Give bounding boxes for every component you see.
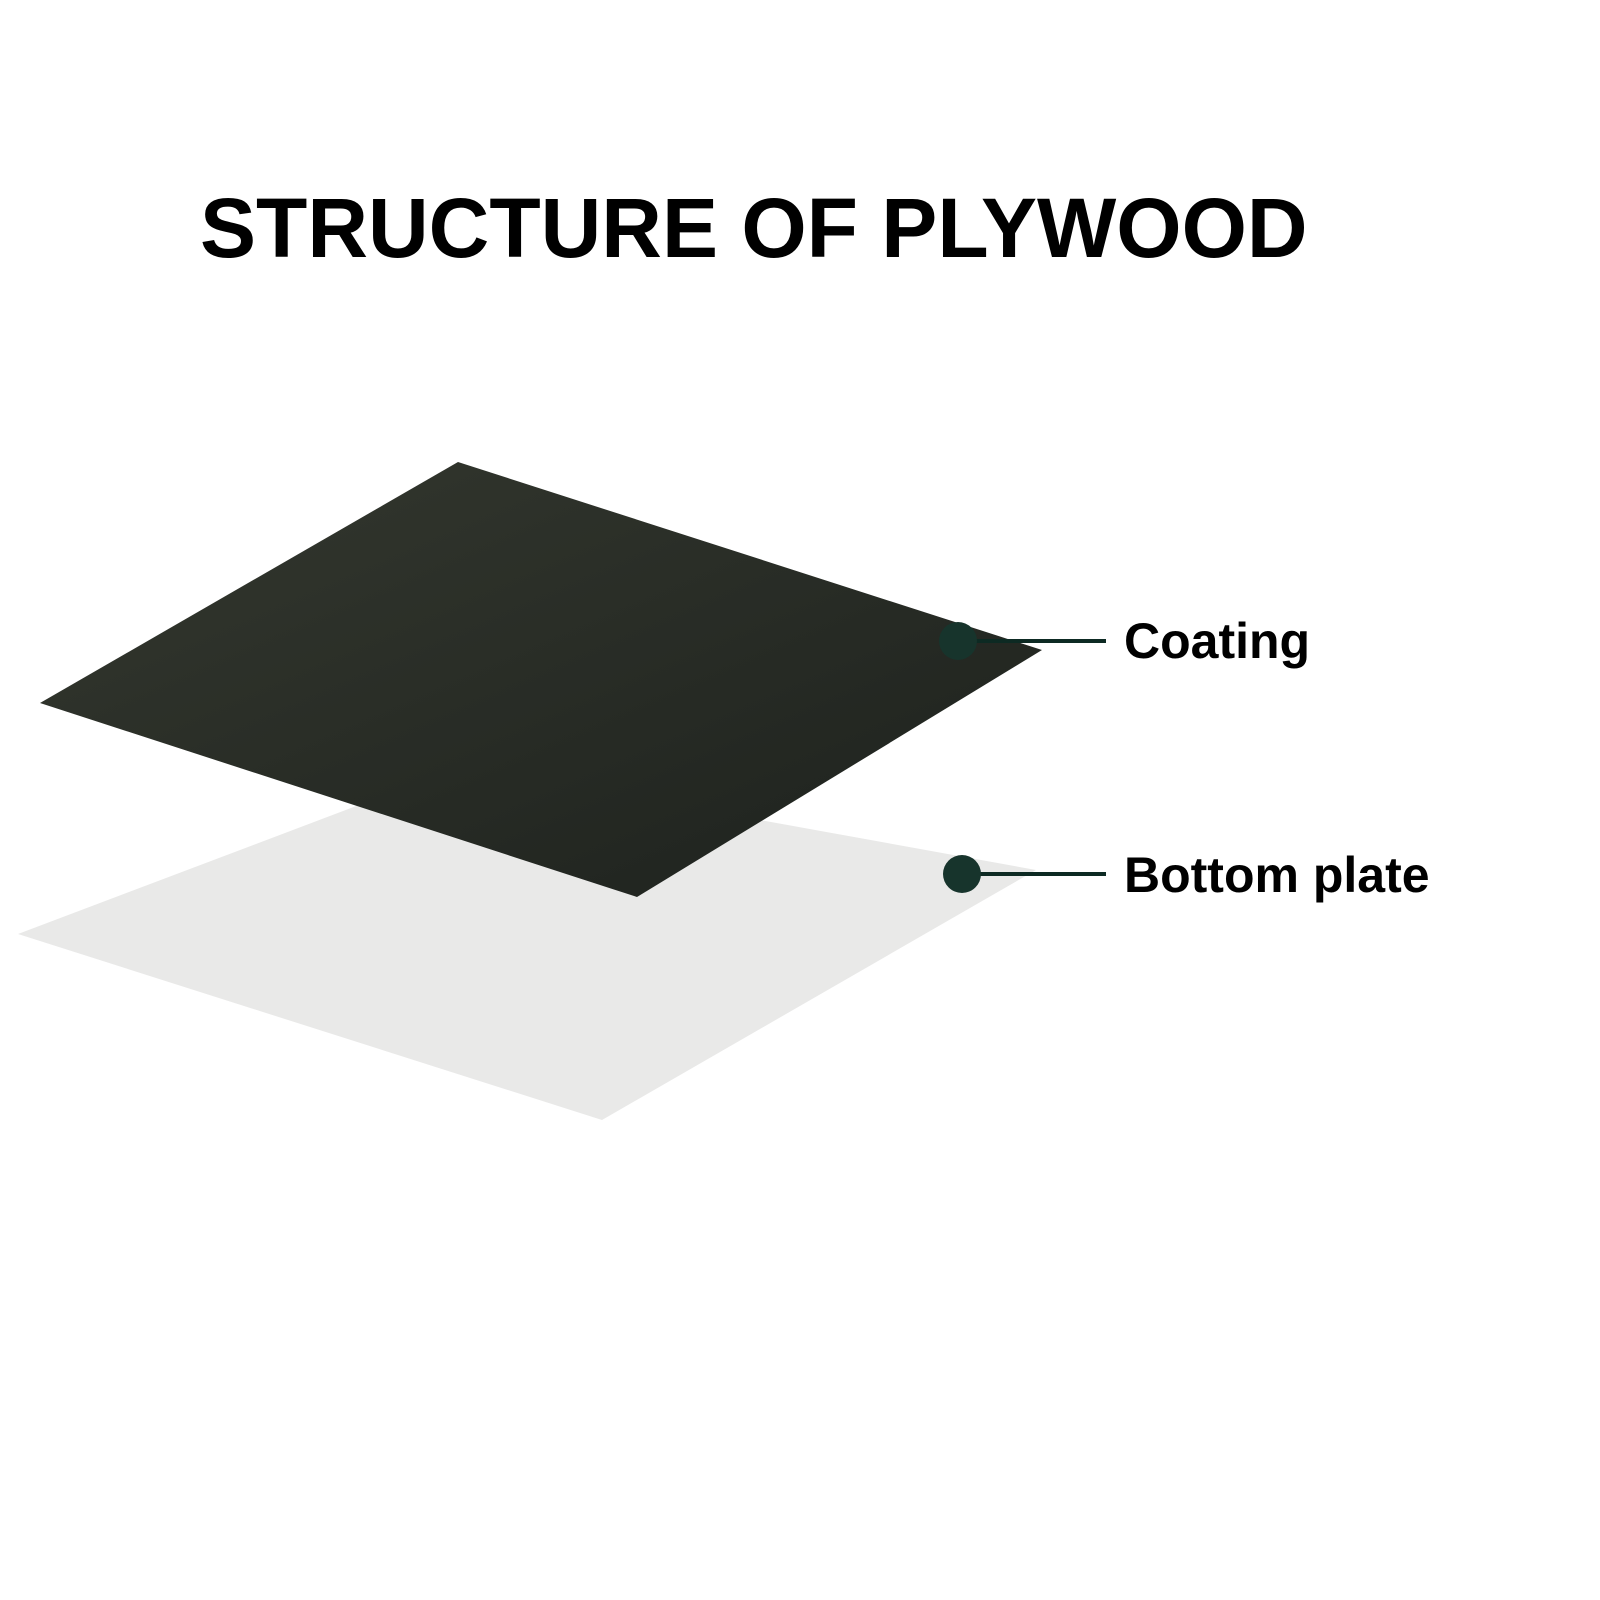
bottom-plate-layer-shape: [18, 766, 1036, 1120]
bottom-plate-label: Bottom plate: [1124, 847, 1430, 903]
coating-callout-dot: [939, 622, 977, 660]
coating-label: Coating: [1124, 613, 1311, 669]
bottom-plate-callout-dot: [943, 855, 981, 893]
diagram-title: STRUCTURE OF PLYWOOD: [200, 181, 1308, 275]
coating-layer-shape: [40, 462, 1042, 897]
